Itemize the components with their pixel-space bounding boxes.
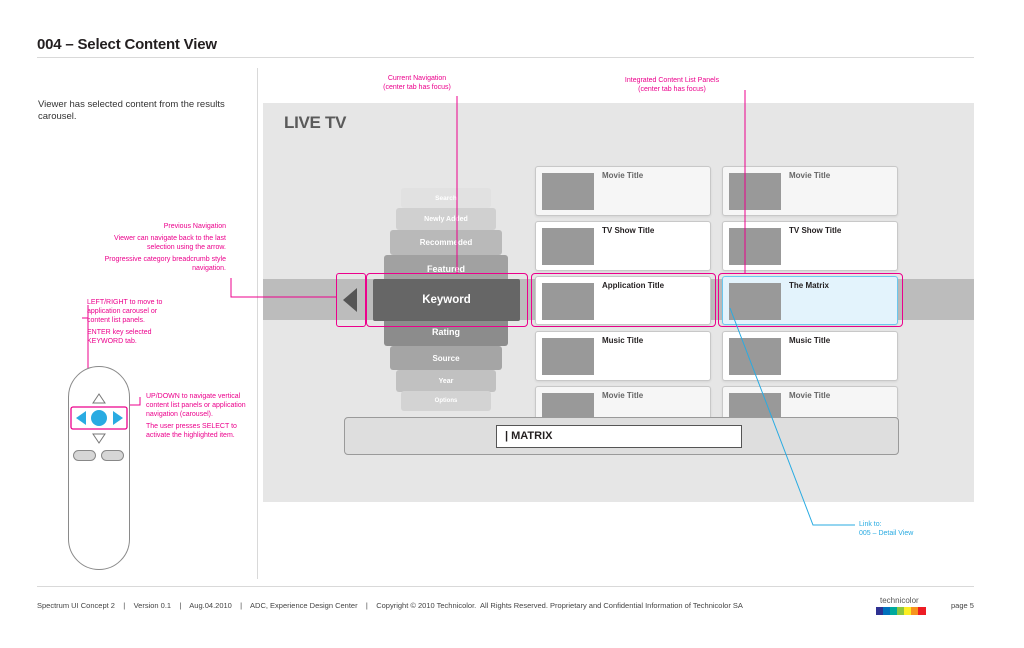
column-divider: [257, 68, 258, 579]
thumbnail: [542, 338, 594, 375]
panel-title: Movie Title: [789, 171, 831, 180]
remote-button-right[interactable]: [101, 450, 124, 461]
panel-title: Movie Title: [602, 171, 644, 180]
dpad-left-icon: [76, 411, 86, 425]
remote-button-left[interactable]: [73, 450, 96, 461]
panel-title: Music Title: [789, 336, 831, 345]
page-title: 004 – Select Content View: [37, 36, 217, 53]
panel-title: Movie Title: [789, 391, 831, 400]
thumbnail: [729, 228, 781, 265]
carousel-tab-search[interactable]: Search: [401, 188, 491, 208]
carousel-tab-featured[interactable]: Featured: [384, 255, 508, 283]
select-button-icon: [91, 410, 107, 426]
selected-content-panel[interactable]: The Matrix: [722, 276, 898, 325]
left-panel-highlight: [531, 273, 716, 327]
panel-title: TV Show Title: [789, 226, 842, 235]
carousel-tab-newly-added[interactable]: Newly Added: [396, 208, 496, 230]
content-panel[interactable]: TV Show Title: [535, 221, 711, 271]
carousel-tab-rating[interactable]: Rating: [384, 318, 508, 346]
page-number: page 5: [951, 601, 974, 610]
panel-title: TV Show Title: [602, 226, 655, 235]
annotation-left-right: LEFT/RIGHT to move to application carous…: [87, 299, 163, 345]
annotation-previous-navigation: Previous Navigation Viewer can navigate …: [104, 223, 226, 272]
annotation-up-down: UP/DOWN to navigate vertical content lis…: [146, 393, 246, 439]
panel-title: The Matrix: [789, 281, 830, 290]
thumbnail: [542, 173, 594, 210]
content-panel[interactable]: Movie Title: [535, 166, 711, 216]
carousel-tab-keyword[interactable]: Keyword: [373, 279, 520, 321]
annotation-current-navigation: Current Navigation (center tab has focus…: [383, 75, 451, 91]
thumbnail: [729, 283, 781, 320]
footer-text: Spectrum UI Concept 2 | Version 0.1 | Au…: [37, 601, 743, 610]
thumbnail: [729, 173, 781, 210]
content-panel[interactable]: Application Title: [535, 276, 711, 325]
thumbnail: [542, 228, 594, 265]
remote-dpad: [70, 393, 128, 444]
annotation-link: Link to: 005 – Detail View: [859, 521, 914, 537]
thumbnail: [542, 283, 594, 320]
screen-header: LIVE TV: [284, 113, 347, 132]
back-arrow-icon[interactable]: [343, 288, 357, 312]
footer-divider: [37, 586, 974, 587]
content-panel[interactable]: Movie Title: [535, 386, 711, 418]
carousel-tab-year[interactable]: Year: [396, 370, 496, 392]
panel-title: Application Title: [602, 281, 665, 290]
back-arrow-highlight: [336, 273, 366, 327]
panel-title: Movie Title: [602, 391, 644, 400]
carousel-tab-options[interactable]: Options: [401, 391, 491, 411]
technicolor-logo-icon: [876, 607, 926, 615]
content-panel[interactable]: TV Show Title: [722, 221, 898, 271]
current-navigation-highlight: [366, 273, 528, 327]
header-divider: [37, 57, 974, 58]
technicolor-logo-text: technicolor: [880, 596, 919, 605]
content-panel[interactable]: Music Title: [722, 331, 898, 381]
intro-text: Viewer has selected content from the res…: [38, 99, 225, 122]
thumbnail: [729, 338, 781, 375]
panel-title: Music Title: [602, 336, 644, 345]
carousel-tab-recommended[interactable]: Recommeded: [390, 230, 502, 255]
thumbnail: [542, 393, 594, 418]
content-panel[interactable]: Music Title: [535, 331, 711, 381]
annotation-integrated-panels: Integrated Content List Panels (center t…: [624, 77, 720, 93]
dpad-down-icon: [92, 433, 106, 444]
thumbnail: [729, 393, 781, 418]
search-input[interactable]: | MATRIX: [496, 425, 742, 448]
carousel-tab-source[interactable]: Source: [390, 346, 502, 370]
dpad-up-icon: [92, 393, 106, 404]
content-panel[interactable]: Movie Title: [722, 166, 898, 216]
content-panel[interactable]: Movie Title: [722, 386, 898, 418]
dpad-right-icon: [113, 411, 123, 425]
right-panel-highlight: [718, 273, 903, 327]
